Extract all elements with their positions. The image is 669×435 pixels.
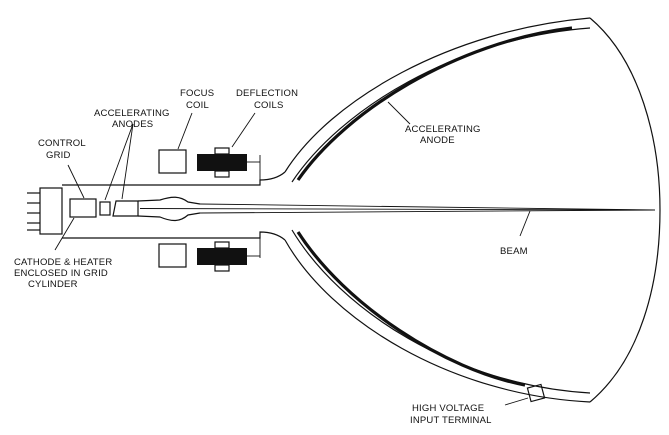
deflection-coil-top (197, 154, 247, 171)
electron-beam-center (139, 208, 656, 211)
tube-neck-bottom (62, 231, 286, 241)
high-voltage-terminal (526, 383, 546, 403)
focus-lens-shape (137, 196, 201, 205)
leader-cathode (54, 217, 75, 251)
label-high-voltage-1: HIGH VOLTAGE (412, 403, 484, 414)
label-accel-anode-1: ACCELERATING (405, 124, 481, 135)
leader-accelerating-anode (387, 101, 411, 125)
tube-bell-top (284, 17, 591, 173)
label-accel-anode-2: ANODE (420, 135, 455, 146)
deflection-coil-bottom-cap-lower (214, 264, 230, 272)
label-beam: BEAM (500, 246, 528, 257)
focus-lens-shape-lower (137, 212, 201, 222)
leader-control-grid (67, 164, 85, 199)
deflection-coil-top-cap (214, 147, 230, 155)
electron-beam-lower (199, 209, 656, 214)
label-cathode-1: CATHODE & HEATER (14, 257, 112, 268)
leader-high-voltage (504, 397, 529, 406)
tube-coating-top (291, 27, 591, 183)
accelerating-anode-coating-bottom (296, 231, 526, 387)
leader-beam (519, 210, 531, 237)
tube-base (39, 187, 63, 235)
deflection-coil-bottom (197, 248, 247, 265)
control-grid-cylinder (69, 198, 97, 218)
label-deflection-1: DEFLECTION (236, 88, 298, 99)
leader-accel-anodes-a (104, 123, 134, 201)
label-accel-anodes-1: ACCELERATING (94, 108, 170, 119)
label-focus-coil-2: COIL (186, 100, 209, 111)
leader-accel-anodes-b (121, 123, 134, 200)
tube-bell-bottom (284, 239, 591, 403)
tube-neck-top (62, 171, 286, 186)
label-high-voltage-2: INPUT TERMINAL (410, 415, 492, 426)
electron-beam-upper (199, 203, 656, 211)
accelerating-anode-coating-top (296, 26, 573, 181)
leader-focus-coil (177, 112, 193, 150)
label-focus-coil-1: FOCUS (180, 88, 214, 99)
deflection-coil-bottom-cap (214, 241, 230, 249)
tube-screen-face (589, 17, 661, 403)
accelerating-anode-1 (99, 201, 111, 216)
label-control-grid-2: GRID (46, 150, 71, 161)
label-accel-anodes-2: ANODES (112, 119, 153, 130)
focus-coil-top (158, 149, 187, 174)
label-control-grid-1: CONTROL (38, 138, 86, 149)
focus-coil-bottom (158, 243, 187, 268)
deflection-coil-top-cap-lower (214, 170, 230, 178)
accelerating-anode-2 (112, 200, 139, 217)
label-deflection-2: COILS (254, 100, 284, 111)
label-cathode-3: CYLINDER (28, 279, 78, 290)
tube-coating-bottom (291, 229, 591, 394)
label-cathode-2: ENCLOSED IN GRID (14, 268, 108, 279)
leader-deflection-coils (231, 112, 256, 148)
